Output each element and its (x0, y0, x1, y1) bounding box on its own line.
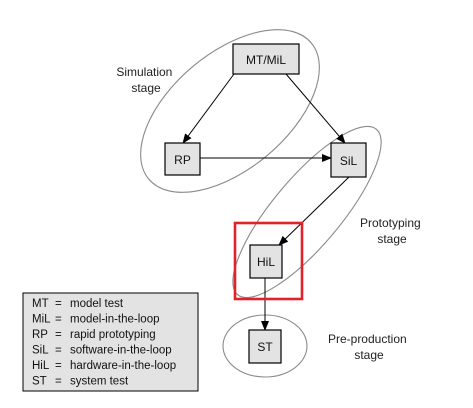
legend-equals: = (55, 360, 62, 372)
legend-description: model test (70, 298, 124, 310)
hil-highlight-box (233, 221, 304, 301)
node-st-label: ST (257, 340, 273, 354)
node-rp-label: RP (174, 153, 191, 167)
legend-box (22, 292, 199, 392)
legend-equals: = (55, 376, 62, 388)
legend-abbr: HiL (32, 360, 50, 372)
legend-abbr: RP (32, 329, 48, 341)
legend-equals: = (55, 345, 62, 357)
legend-equals: = (55, 314, 62, 326)
node-st: ST (248, 329, 282, 364)
legend-abbr: SiL (32, 345, 49, 357)
legend-description: model-in-the-loop (70, 314, 160, 326)
legend-description: rapid prototyping (70, 329, 156, 341)
node-hil: HiL (249, 244, 283, 279)
legend-description: system test (70, 376, 129, 388)
node-mt-mil: MT/MiL (232, 43, 300, 75)
edge-mt-to-sil (285, 73, 346, 144)
simulation-stage-ellipse (140, 29, 320, 193)
legend-description: software-in-the-loop (70, 345, 172, 357)
node-hil-label: HiL (257, 255, 275, 269)
legend-equals: = (55, 329, 62, 341)
legend-abbr: ST (32, 376, 47, 388)
node-mt-mil-label: MT/MiL (246, 53, 286, 67)
legend-abbr: MiL (32, 314, 51, 326)
legend-description: hardware-in-the-loop (70, 360, 176, 372)
node-rp: RP (164, 142, 201, 176)
simulation-stage-label: Simulation stage (116, 65, 175, 95)
node-sil: SiL (330, 142, 367, 178)
legend-equals: = (55, 298, 62, 310)
prototyping-stage-ellipse (232, 125, 382, 299)
prototyping-stage-label: Prototyping stage (360, 216, 424, 246)
legend-abbr: MT (32, 298, 49, 310)
edge-sil-to-hil (278, 176, 350, 246)
preproduction-stage-label: Pre-production stage (328, 332, 410, 362)
edge-mt-to-rp (182, 73, 235, 144)
node-sil-label: SiL (340, 154, 358, 168)
